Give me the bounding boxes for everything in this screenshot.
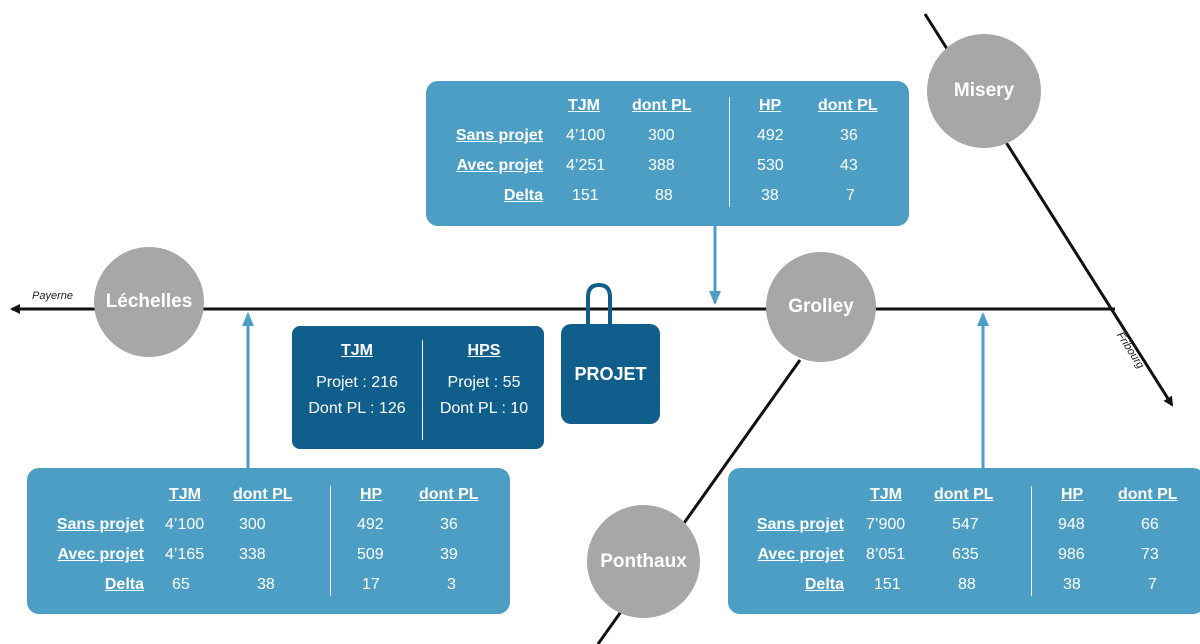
table-header: HP (759, 97, 782, 114)
project-summary-box: TJM Projet : 216 Dont PL : 126 HPS Proje… (292, 326, 544, 449)
table-cell: 492 (357, 516, 384, 533)
column-divider (1031, 486, 1032, 596)
table-cell: 530 (757, 157, 784, 174)
table-cell: 73 (1141, 546, 1159, 563)
table-cell: 492 (757, 127, 784, 144)
table-header: TJM (568, 97, 600, 114)
table-cell: 338 (239, 546, 266, 563)
table-cell: 4’100 (165, 516, 205, 533)
table-cell: 7’900 (866, 516, 906, 533)
table-cell: 300 (648, 127, 675, 144)
table-header: TJM (870, 486, 902, 503)
table-cell: 4’100 (566, 127, 606, 144)
row-label: Sans projet (56, 516, 144, 533)
table-cell: 38 (761, 187, 779, 204)
traffic-table-right: TJM dont PL HP dont PL Sans projet 7’900… (728, 468, 1200, 614)
project-tjm-value: Projet : 216 (316, 374, 398, 391)
node-grolley: Grolley (766, 252, 876, 362)
row-label: Delta (503, 187, 543, 204)
project-tjm-pl-value: Dont PL : 126 (308, 400, 406, 417)
table-header: dont PL (934, 486, 994, 503)
traffic-table-top: TJM dont PL HP dont PL Sans projet 4’100… (426, 81, 909, 226)
table-cell: 151 (874, 576, 901, 593)
node-lechelles: Léchelles (94, 247, 204, 357)
table-header: HP (360, 486, 383, 503)
node-misery: Misery (927, 34, 1041, 148)
table-header: TJM (169, 486, 201, 503)
table-header: dont PL (818, 97, 878, 114)
project-hps-header: HPS (467, 342, 501, 359)
row-label: Avec projet (456, 157, 543, 174)
projet-handle (586, 282, 612, 327)
row-label: Avec projet (57, 546, 144, 563)
node-ponthaux: Ponthaux (587, 505, 700, 618)
projet-marker: PROJET (561, 324, 660, 424)
table-cell: 8’051 (866, 546, 906, 563)
project-tjm-header: TJM (341, 342, 373, 359)
table-cell: 43 (840, 157, 858, 174)
table-cell: 986 (1058, 546, 1085, 563)
table-cell: 509 (357, 546, 384, 563)
row-label: Avec projet (757, 546, 844, 563)
project-hps-value: Projet : 55 (447, 374, 521, 391)
table-header: dont PL (233, 486, 293, 503)
row-label: Sans projet (756, 516, 844, 533)
direction-payerne: Payerne (32, 290, 73, 302)
table-cell: 36 (840, 127, 858, 144)
table-header: HP (1061, 486, 1084, 503)
project-hps-pl-value: Dont PL : 10 (439, 400, 529, 417)
table-cell: 948 (1058, 516, 1085, 533)
table-cell: 38 (257, 576, 275, 593)
table-cell: 65 (172, 576, 190, 593)
table-cell: 66 (1141, 516, 1159, 533)
row-label: Delta (804, 576, 844, 593)
table-cell: 88 (958, 576, 976, 593)
traffic-table-left: TJM dont PL HP dont PL Sans projet 4’100… (27, 468, 510, 614)
table-cell: 4’165 (165, 546, 205, 563)
table-cell: 4’251 (566, 157, 606, 174)
table-cell: 36 (440, 516, 458, 533)
column-divider (422, 340, 423, 440)
column-divider (330, 486, 331, 596)
column-divider (729, 97, 730, 207)
table-cell: 547 (952, 516, 979, 533)
table-header: dont PL (632, 97, 692, 114)
table-header: dont PL (1118, 486, 1178, 503)
table-cell: 3 (447, 576, 456, 593)
table-cell: 151 (572, 187, 599, 204)
table-cell: 7 (846, 187, 855, 204)
table-cell: 88 (655, 187, 673, 204)
table-cell: 17 (362, 576, 380, 593)
table-cell: 300 (239, 516, 266, 533)
row-label: Sans projet (455, 127, 543, 144)
table-cell: 388 (648, 157, 675, 174)
table-cell: 7 (1148, 576, 1157, 593)
table-cell: 39 (440, 546, 458, 563)
table-header: dont PL (419, 486, 479, 503)
table-cell: 38 (1063, 576, 1081, 593)
table-cell: 635 (952, 546, 979, 563)
row-label: Delta (104, 576, 144, 593)
